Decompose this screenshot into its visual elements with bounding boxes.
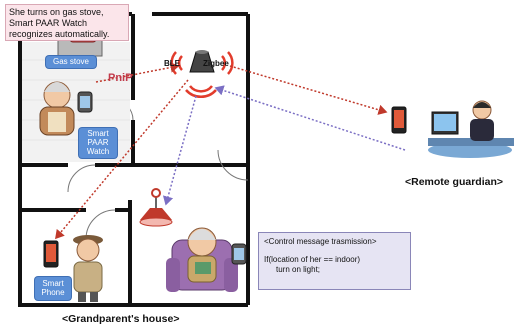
zigbee-label: Zigbee (203, 59, 229, 68)
watch-label-line-1: Smart (87, 129, 109, 138)
smart-phone-label: Smart Phone (35, 277, 71, 300)
smartphone-bedroom-icon (43, 240, 59, 268)
smartphone-remote-icon (391, 106, 407, 134)
grandma-armchair-figure (166, 227, 238, 292)
control-box-title: <Control message trasmission> (264, 237, 377, 246)
hub-device-icon (189, 50, 215, 73)
arrow-remote-to-hub (214, 85, 406, 151)
callout-line-2: Smart PAAR Watch (9, 18, 88, 28)
zigbee-signal-icon (221, 51, 234, 75)
ceiling-light-icon (139, 188, 173, 227)
down-signal-icon (185, 85, 217, 99)
watch-living-icon (231, 243, 247, 265)
watch-label-line-3: Watch (86, 147, 110, 156)
control-box-line-1: If(location of her == indoor) (264, 255, 361, 264)
phone-label-line-2: Phone (41, 288, 65, 297)
pnip-label: PniP (108, 72, 133, 84)
control-message-box: <Control message trasmission> If(locatio… (258, 232, 411, 290)
grandma-kitchen-figure (39, 81, 75, 136)
floor-plan (18, 12, 250, 307)
smart-paar-watch-label: Smart PAAR Watch (79, 128, 117, 158)
phone-label-line-1: Smart (42, 279, 64, 288)
remote-guardian-caption: <Remote guardian> (405, 176, 504, 188)
arrow-hub-to-remote (229, 65, 388, 115)
grandpa-figure (73, 235, 103, 302)
ble-label: BLE (164, 59, 180, 68)
callout-line-3: recognizes automatically. (9, 29, 110, 39)
remote-guardian-figure (428, 100, 514, 158)
callout-line-1: She turns on gas stove, (9, 7, 104, 17)
watch-kitchen-icon (77, 91, 93, 113)
arrow-watch-to-hub (95, 62, 180, 83)
house-caption: <Grandparent's house> (62, 313, 180, 325)
callout-note: She turns on gas stove, Smart PAAR Watch… (5, 4, 129, 41)
watch-label-line-2: PAAR (87, 138, 109, 147)
arrow-hub-to-light (162, 95, 197, 206)
control-box-line-2: turn on light; (276, 265, 321, 274)
gas-stove-label: Gas stove (46, 56, 96, 68)
